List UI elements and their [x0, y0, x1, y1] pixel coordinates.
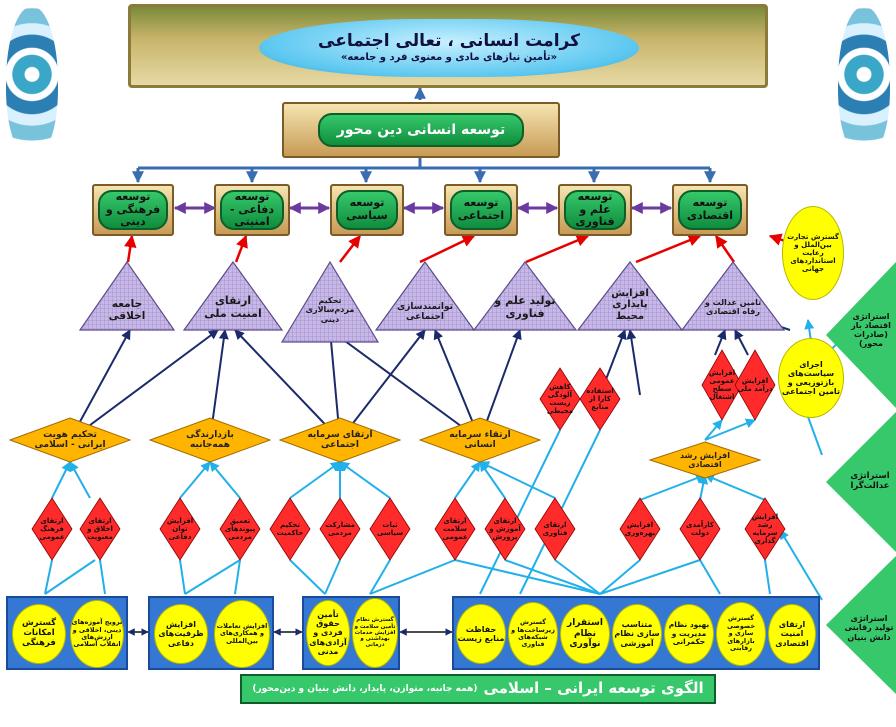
red-diamonds [31, 349, 786, 561]
header-dome: کرامت انسانی ، تعالی اجتماعی «تأمین نیاز… [259, 19, 639, 77]
red-diamond-label-16: افزایش عمومی سطح اشتغال [708, 368, 736, 402]
right-ornament-icon [838, 6, 890, 158]
top-arrows [132, 86, 716, 184]
outcome-triangle-6 [576, 261, 684, 331]
outcome-triangle-7 [680, 261, 786, 331]
foundation-circle-11: بهبود نظام مدیریت و حکمرانی [664, 604, 714, 664]
red-diamond-label-3: افزایش توان دفاعی [166, 516, 194, 542]
foundation-circle-8: گسترش زیرساخت‌ها و شبکه‌های فناوری [508, 602, 558, 666]
development-label-6: توسعه اقتصادی [678, 190, 742, 230]
outcome-label-1: جامعه اخلاقی [108, 297, 146, 322]
outcome-label-7: تامین عدالت و رفاه اقتصادی [704, 297, 762, 316]
header-subtitle: «تأمین نیازهای مادی و معنوی فرد و جامعه» [340, 52, 558, 64]
midgoal-label-4: ارتقاء سرمایه انسانی [449, 429, 511, 450]
red-diamond-label-13: افزایش بهره‌وری [624, 520, 656, 537]
development-label-2: توسعه دفاعی - امنیتی [220, 190, 284, 230]
development-box-3: توسعه سیاسی [330, 184, 404, 236]
strategy-label-2: استراتژی عدالت‌گرا [850, 471, 890, 491]
midgoal-label-3: ارتقای سرمایه اجتماعی [307, 429, 373, 450]
strategy-label-1: استراتژی اقتصاد باز (صادرات محور) [851, 311, 891, 349]
foundation-circle-1: گسترش امکانات فرهنگی [12, 604, 66, 664]
outcome-to-development-arrows [124, 233, 813, 264]
development-box-5: توسعه علم و فناوری [558, 184, 632, 236]
foundation-circle-4: افزایش تعاملات و همکاری‌های بین‌المللی [214, 600, 270, 668]
foundation-circle-12: گسترش خصوصی سازی و بازارهای رقابتی [716, 602, 766, 666]
header-title: کرامت انسانی ، تعالی اجتماعی [318, 31, 580, 52]
development-box-6: توسعه اقتصادی [672, 184, 748, 236]
red-diamond-label-2: ارتقای اخلاق و معنویت [87, 516, 113, 542]
outcome-triangle-5 [472, 261, 578, 331]
bottom-title: الگوی توسعه ایرانی – اسلامی (همه جانبه، … [240, 674, 716, 704]
outcome-triangle-4 [374, 260, 476, 331]
red-diamond-label-7: ثبات سیاسی [376, 520, 404, 537]
midgoal-diamond-5 [648, 441, 762, 479]
midgoal-label-2: بازدارندگی همه‌جانبه [186, 429, 234, 450]
outcome-label-4: توانمندسازی اجتماعی [396, 301, 454, 322]
outcome-triangle-3 [280, 260, 380, 343]
red-diamond-label-5: تحکیم حاکمیت [276, 520, 304, 537]
red-diamond-label-14: کارآمدی دولت [686, 520, 714, 537]
outcome-label-5: تولید علم و فناوری [494, 294, 556, 320]
midgoal-diamond-2 [148, 417, 272, 463]
foundation-circle-9: استقرار نظام نوآوری [560, 604, 610, 664]
bottom-title-main: الگوی توسعه ایرانی – اسلامی [483, 679, 704, 698]
development-label-1: توسعه فرهنگی و دینی [98, 190, 168, 230]
midgoal-label-5: افزایش رشد اقتصادی [680, 450, 730, 469]
red-diamond-label-12: استفاده کارا از منابع [586, 386, 614, 412]
development-label-5: توسعه علم و فناوری [564, 190, 626, 230]
outcome-triangle-2 [182, 260, 284, 331]
outcome-triangle-1 [78, 260, 176, 331]
foundation-circle-2: ترویج آموزه‌های دینی، اخلاقی و ارزش‌های … [70, 600, 124, 668]
development-box-2: توسعه دفاعی - امنیتی [214, 184, 290, 236]
left-ornament-icon [6, 6, 58, 158]
red-diamond-label-15: افزایش رشد سرمایه گذاری [751, 512, 779, 546]
foundation-circle-7: حفاظت منابع زیست [456, 604, 506, 664]
foundation-arrows [44, 319, 841, 601]
outcome-label-3: تحکیم مردم‌سالاری دینی [305, 296, 355, 324]
outcome-label-6: افزایش پایداری محیط [611, 287, 649, 322]
red-diamond-label-10: ارتقای فناوری [542, 520, 568, 537]
center-goal: توسعه انسانی دین محور [318, 113, 524, 147]
red-diamond-label-9: ارتقای آموزش و پرورش [489, 516, 521, 542]
red-diamond-label-8: ارتقای سلامت عمومی [442, 516, 468, 542]
foundation-circle-6: گسترش نظام تأمین سلامت و افزایش خدمات به… [352, 598, 398, 668]
midgoal-label-1: تحکیم هویت ایرانی - اسلامی [34, 429, 106, 450]
midgoal-to-outcome-arrows [69, 318, 791, 441]
development-label-4: توسعه اجتماعی [450, 190, 512, 230]
foundation-circle-13: ارتقای امنیت اقتصادی [768, 604, 816, 664]
side-circle-trade: گسترش تجارت بین‌الملل و رعایت استاندارده… [782, 206, 844, 300]
center-goal-frame: توسعه انسانی دین محور [282, 102, 560, 158]
strategy-label-3: استراتژی تولید رقابتی دانش بنیان [844, 614, 894, 642]
midgoal-diamond-3 [278, 417, 402, 463]
midgoal-diamond-4 [418, 417, 542, 463]
development-box-1: توسعه فرهنگی و دینی [92, 184, 174, 236]
foundation-circle-5: تأمین حقوق فردی و آزادی‌های مدنی [306, 600, 350, 666]
red-diamond-label-17: افزایش درآمد ملی [737, 376, 773, 393]
outcome-triangles [78, 260, 786, 343]
foundation-circle-10: متناسب سازی نظام آموزشی [612, 604, 662, 664]
midgoal-diamonds [8, 417, 762, 479]
development-label-3: توسعه سیاسی [336, 190, 398, 230]
side-circle-redistribution: اجرای سیاست‌های بازتوزیعی و تامین اجتماع… [778, 338, 844, 418]
foundation-circle-3: افزایش ظرفیت‌های دفاعی [154, 604, 208, 664]
outcome-label-2: ارتقای امنیت ملی [204, 294, 262, 320]
development-box-4: توسعه اجتماعی [444, 184, 518, 236]
midgoal-diamond-1 [8, 417, 132, 463]
red-diamond-label-4: تعمیق پیوندهای مردمی [224, 516, 256, 542]
red-diamond-label-11: کاهش آلودگی زیست محیطی [546, 382, 574, 416]
red-diamond-label-6: مشارکت مردمی [325, 520, 355, 537]
red-diamond-label-1: ارتقای فرهنگ عمومی [39, 516, 65, 542]
bottom-title-sub: (همه جانبه، متوازن، پایدار، دانش بنیان و… [252, 683, 478, 694]
header-banner: کرامت انسانی ، تعالی اجتماعی «تأمین نیاز… [128, 4, 768, 88]
